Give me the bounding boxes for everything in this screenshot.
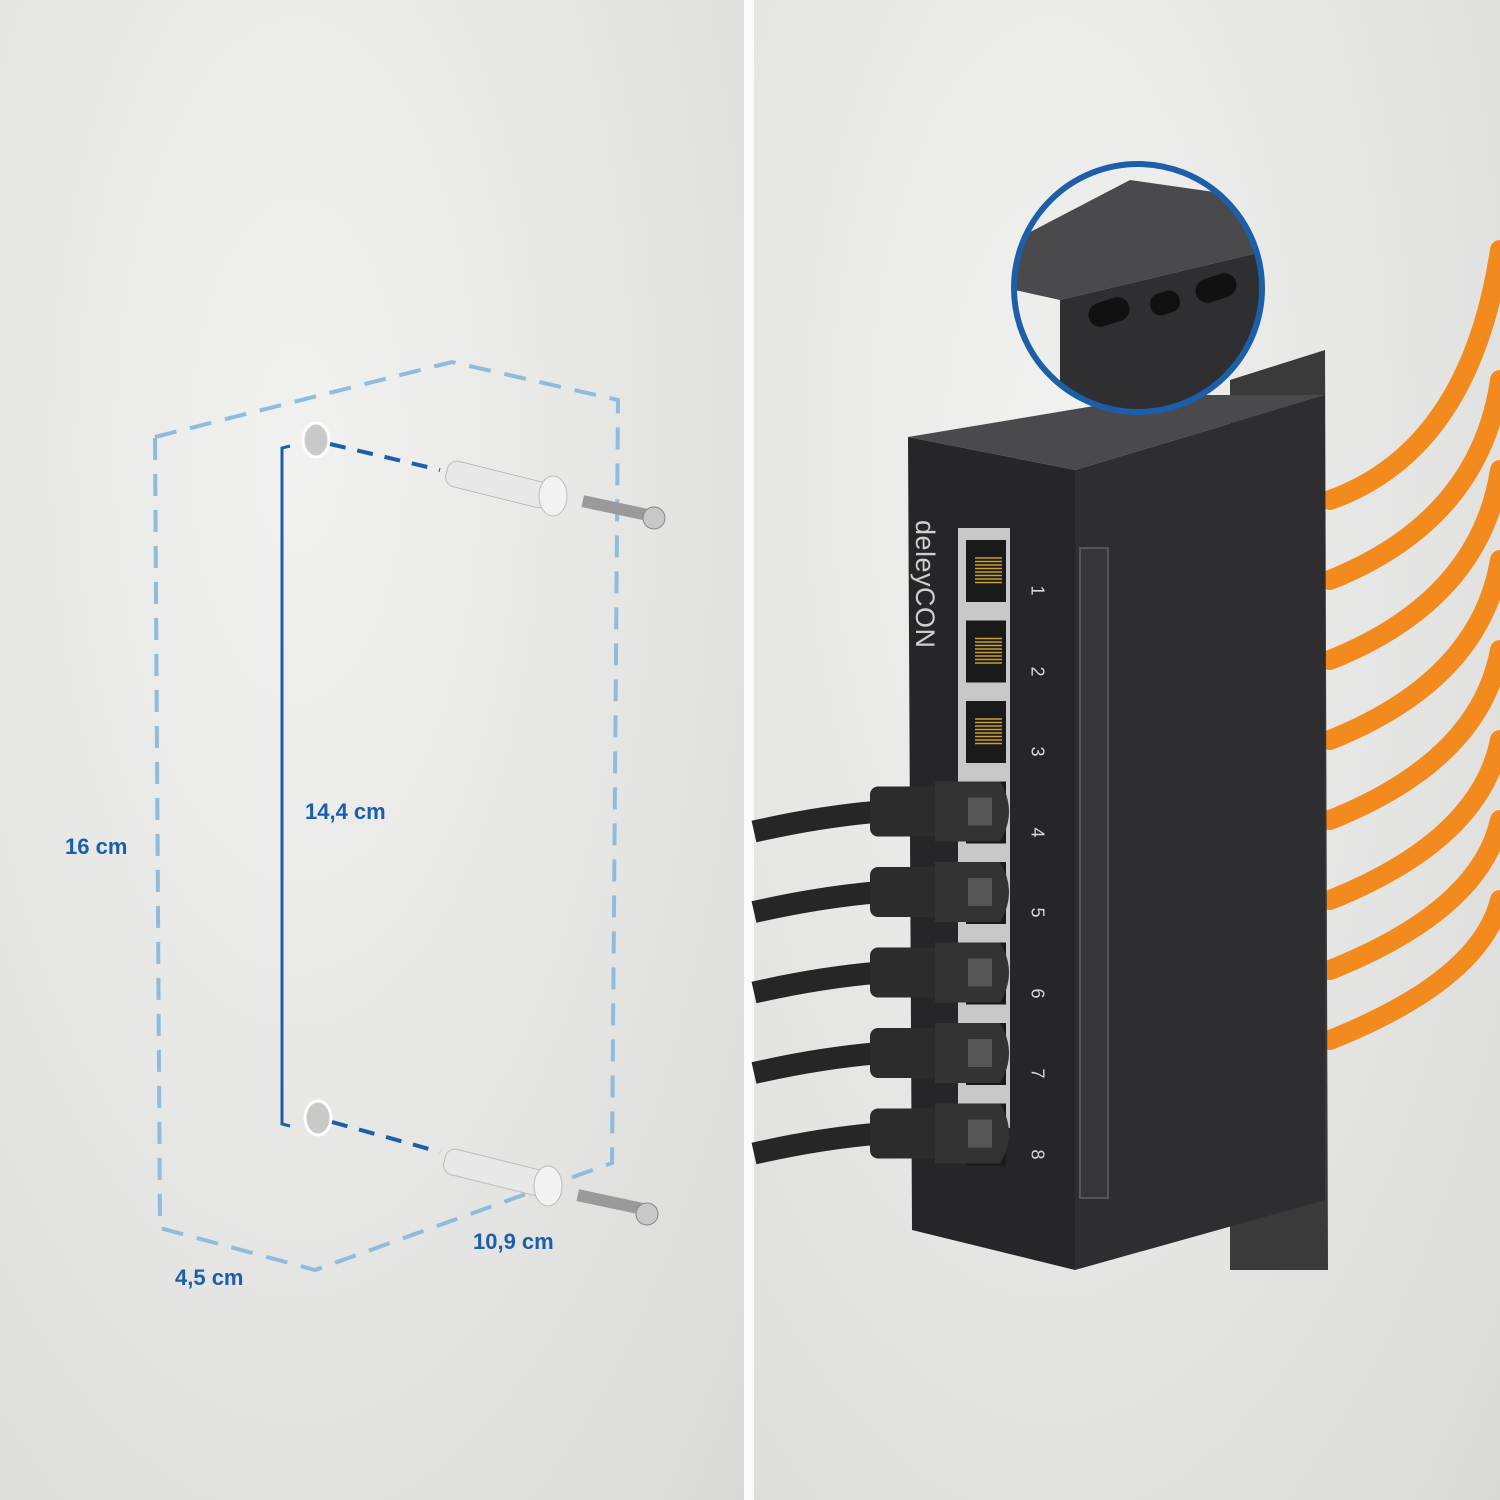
detail-inset-border — [1011, 161, 1265, 415]
brand-logo: deleyCON — [910, 520, 940, 649]
dimension-label-width: 10,9 cm — [473, 1229, 554, 1254]
device-side-face — [1075, 395, 1325, 1270]
screw-top — [581, 495, 666, 530]
dimension-label-hole-spacing: 14,4 cm — [305, 799, 386, 824]
wall-hole-bottom — [303, 1099, 333, 1137]
wall-anchor-top — [445, 460, 568, 517]
port-contacts — [975, 718, 1002, 745]
port-number-label: 1 — [1027, 585, 1048, 596]
port-contacts — [975, 637, 1002, 664]
port-number-label: 2 — [1027, 665, 1048, 677]
side-groove — [1079, 547, 1109, 1199]
port-number-label: 5 — [1027, 907, 1048, 918]
patch-cable — [751, 1103, 1009, 1165]
port-number-label: 6 — [1027, 987, 1048, 999]
patch-cable — [751, 1023, 1009, 1084]
orange-network-cables — [1320, 240, 1500, 1050]
wall-anchor-bottom — [443, 1148, 563, 1207]
device-top-face — [908, 395, 1325, 470]
port-number-label: 7 — [1027, 1068, 1048, 1079]
black-patch-cables — [751, 781, 1009, 1165]
rj45-port[interactable] — [966, 620, 1006, 683]
patch-cable — [751, 781, 1009, 843]
dimension-label-height: 16 cm — [65, 834, 128, 859]
rj45-port[interactable] — [966, 701, 1006, 763]
port-number-label: 8 — [1027, 1148, 1048, 1160]
rj45-port[interactable] — [966, 540, 1006, 602]
port-contacts — [975, 557, 1002, 584]
hole-guide-top — [329, 442, 441, 472]
patch-cable — [751, 942, 1009, 1004]
panel-divider — [744, 0, 754, 1500]
device-outline-dashed — [152, 359, 621, 1273]
detail-inset-circle — [1014, 164, 1262, 412]
patch-cable — [751, 862, 1009, 923]
hole-spacing-line — [280, 444, 291, 1128]
port-number-label: 4 — [1027, 826, 1048, 838]
port-number-label: 3 — [1027, 746, 1048, 757]
screw-bottom — [576, 1189, 659, 1226]
dimension-label-depth: 4,5 cm — [175, 1265, 244, 1290]
hole-guide-bottom — [331, 1120, 441, 1154]
wall-hole-top — [301, 421, 331, 459]
